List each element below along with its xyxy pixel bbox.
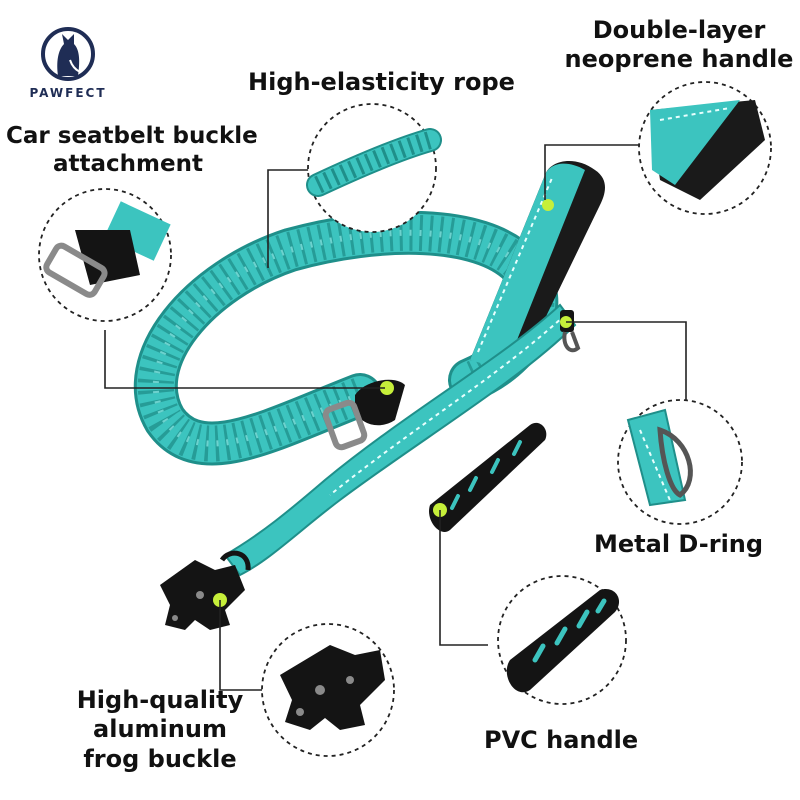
neoprene-handle-strap [470,160,605,370]
label-seatbelt-line-1: Car seatbelt buckle [6,123,258,149]
detail-seatbelt-buckle [38,188,172,322]
detail-neoprene-handle [638,81,772,215]
frog-buckle-icon [160,550,251,630]
callout-lines [104,144,687,691]
detail-pvc-handle [497,575,627,705]
label-frog-line-2: aluminum [93,715,227,744]
label-frog-line-1: High-quality [76,686,244,714]
label-handle-line-1: Double-layer [592,16,766,44]
label-pvc-handle: PVC handle [484,726,638,755]
callout-seatbelt [104,330,385,389]
callout-frog [219,600,262,691]
label-frog-buckle: High-quality aluminum frog buckle [70,686,250,774]
label-metal-d-ring: Metal D-ring [594,530,763,559]
lower-strap [223,303,577,577]
brand-name: PAWFECT [29,86,107,100]
label-elastic-text: High-elasticity rope [248,68,515,96]
detail-d-ring [617,399,743,525]
label-dring-text: Metal D-ring [594,530,764,558]
d-ring-icon [560,310,581,353]
label-frog-line-3: frog buckle [83,744,237,773]
label-high-elasticity-rope: High-elasticity rope [248,68,515,97]
label-pvc-text: PVC handle [484,726,639,754]
label-neoprene-handle: Double-layer neoprene handle [562,16,796,75]
callout-elastic [267,169,310,268]
label-seatbelt-buckle: Car seatbelt buckle attachment [6,122,258,178]
seatbelt-buckle-icon [322,379,405,451]
detail-frog-buckle [261,623,395,757]
callout-dring [566,321,687,420]
pawfect-dog-logo-icon [41,27,95,81]
detail-elastic-rope [306,103,442,233]
label-handle-line-2: neoprene handle [564,45,794,74]
callout-handle [544,144,640,200]
callout-pvc [439,510,488,646]
label-seatbelt-line-2: attachment [53,151,203,178]
